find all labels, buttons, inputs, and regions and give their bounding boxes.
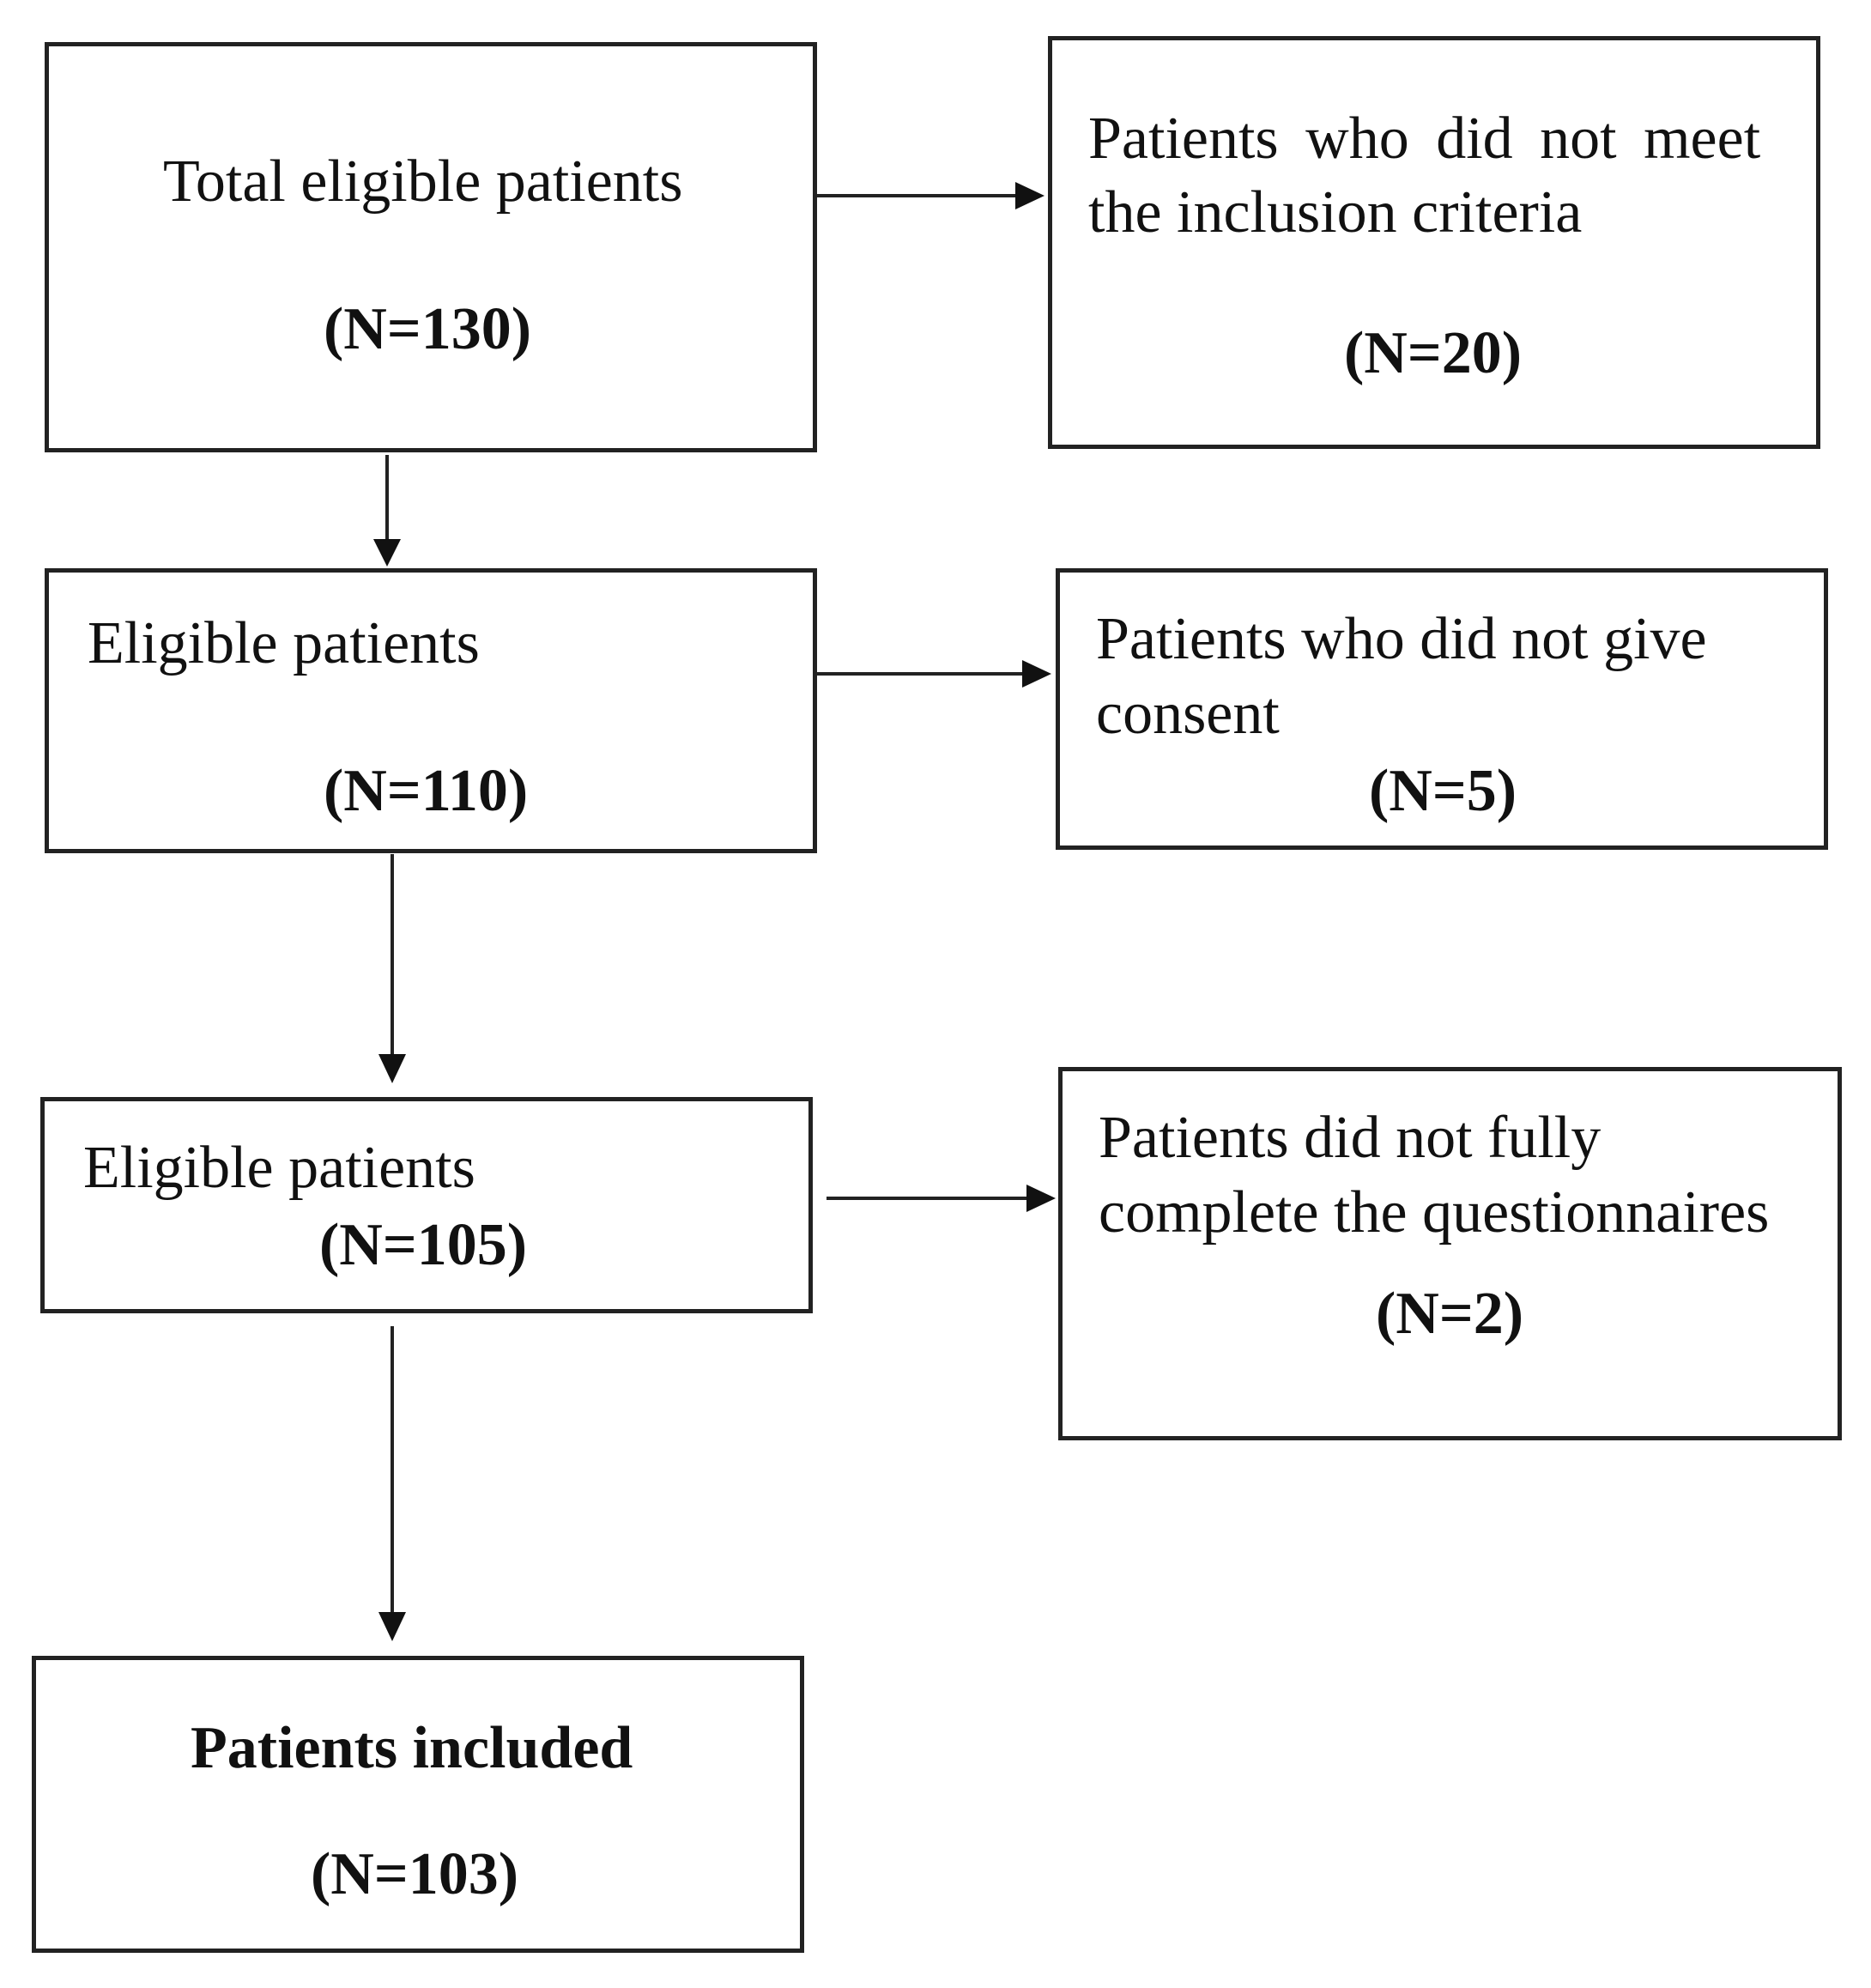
- box-eligible-110-label: Eligible patients: [88, 610, 480, 676]
- box-total-eligible-label: Total eligible patients: [163, 148, 683, 215]
- arrow-right-3: [827, 1185, 1056, 1212]
- box-eligible-105-label: Eligible patients: [83, 1135, 475, 1201]
- box-excluded-questionnaire-count: (N=2): [1376, 1281, 1524, 1347]
- arrow-down-3: [378, 1326, 406, 1641]
- box-patients-included-count: (N=103): [311, 1841, 519, 1907]
- box-excluded-questionnaire-line2: complete the questionnaires: [1099, 1179, 1770, 1246]
- box-eligible-110-count: (N=110): [324, 758, 529, 824]
- box-excluded-criteria-count: (N=20): [1344, 320, 1523, 386]
- box-excluded-criteria-line1: Patients who did not meet: [1088, 106, 1761, 172]
- box-total-eligible: Total eligible patients (N=130): [45, 42, 817, 452]
- arrow-down-1: [373, 455, 401, 567]
- box-excluded-criteria: Patients who did not meet the inclusion …: [1048, 36, 1820, 449]
- box-eligible-105: Eligible patients (N=105): [40, 1097, 813, 1313]
- arrow-down-2: [378, 854, 406, 1083]
- arrow-right-1: [817, 182, 1044, 209]
- box-excluded-consent-line1: Patients who did not give: [1096, 606, 1707, 672]
- box-excluded-consent-count: (N=5): [1369, 758, 1517, 824]
- box-patients-included-label: Patients included: [191, 1715, 633, 1781]
- box-eligible-110: Eligible patients (N=110): [45, 568, 817, 853]
- box-total-eligible-count: (N=130): [324, 296, 532, 362]
- box-excluded-questionnaire-line1: Patients did not fully: [1099, 1105, 1602, 1171]
- box-excluded-criteria-line2: the inclusion criteria: [1088, 179, 1583, 245]
- box-excluded-questionnaire: Patients did not fully complete the ques…: [1058, 1067, 1842, 1440]
- box-patients-included: Patients included (N=103): [32, 1656, 804, 1953]
- box-excluded-consent-line2: consent: [1096, 681, 1280, 747]
- box-excluded-consent: Patients who did not give consent (N=5): [1056, 568, 1828, 850]
- arrow-right-2: [817, 660, 1051, 688]
- box-eligible-105-count: (N=105): [319, 1212, 528, 1278]
